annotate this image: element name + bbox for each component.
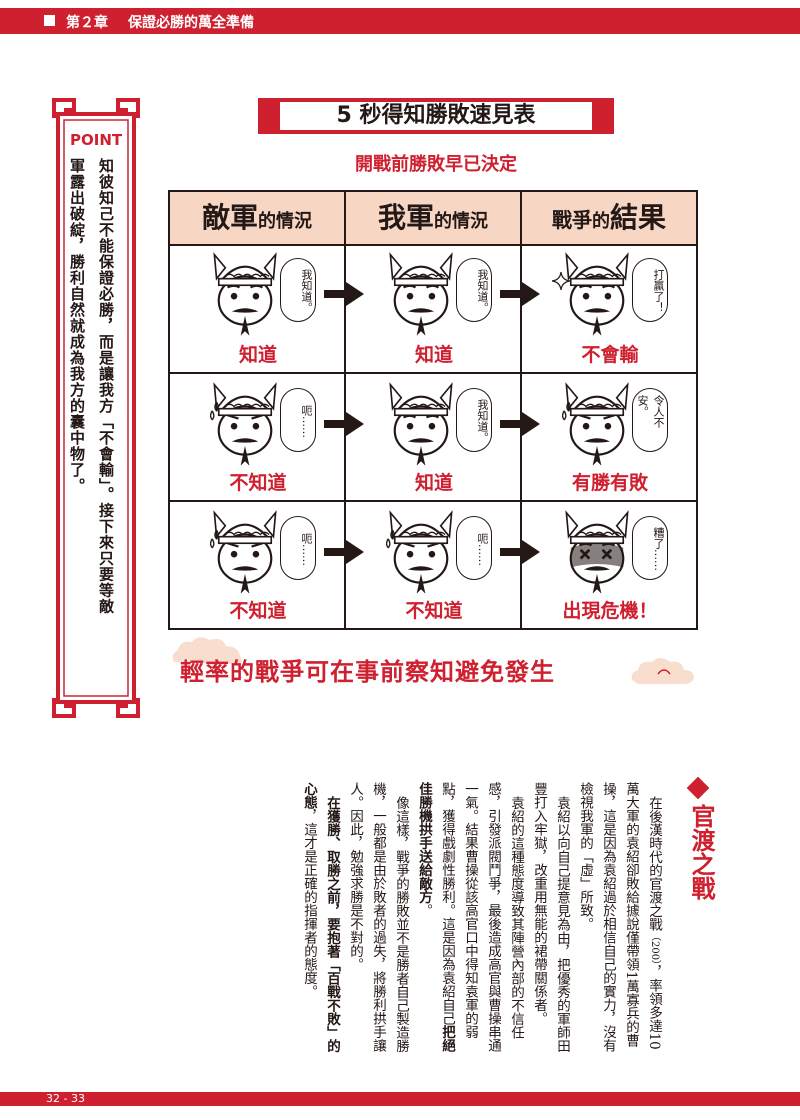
speech-bubble: 我知道。 [280, 258, 316, 322]
speech-text: 呃…… [300, 404, 313, 438]
article-paragraph: 像這樣，戰爭的勝敗並不是勝者自己製造勝機，一般都是由於敗者的過失，將勝利拱手讓人… [347, 782, 409, 1052]
point-frame [52, 98, 140, 718]
speech-text: 打贏了！ [652, 269, 665, 313]
speech-text: 呃…… [300, 532, 313, 566]
general-face-icon [209, 506, 280, 602]
table-divider [170, 500, 696, 502]
article-text: ，率領多達10萬大軍的袁紹卻敗給據說僅帶領1萬寡兵的曹操，這是因為袁紹過於相信自… [577, 782, 662, 1052]
speech-text: 糟了…… [652, 527, 665, 571]
speech-text: 呃…… [476, 532, 489, 566]
footer-bar [0, 1092, 800, 1106]
header-ours-small: 的情況 [434, 211, 488, 232]
cell-label-ours: 知道 [414, 472, 453, 494]
table-divider [170, 372, 696, 374]
general-face-icon [385, 506, 456, 602]
arrow-right-icon [324, 540, 364, 568]
table-header-row: 敵軍的情況 我軍的情況 戰爭的結果 [170, 192, 696, 246]
header-result-c: 結果 [609, 201, 666, 234]
cell-label-result: 有勝有敗 [571, 472, 648, 494]
slogan: 輕率的戰爭可在事前察知避免發生 [180, 658, 555, 686]
point-label: POINT [70, 131, 123, 149]
header-enemy-small: 的情況 [258, 211, 312, 232]
sparkle-icon [551, 271, 571, 294]
header-bar [0, 8, 800, 34]
cloud-icon [631, 658, 694, 684]
page-footer: 32 - 33 [0, 1088, 800, 1120]
header-result-a: 戰爭 [551, 208, 592, 232]
header-enemy: 敵軍的情況 [170, 192, 344, 244]
speech-bubble: 呃…… [280, 388, 316, 452]
article-emphasis: 把絕佳勝機拱手送給敵方 [416, 782, 455, 1052]
section-heading: 官渡之戰 [684, 776, 724, 920]
article-body: 在後漢時代的官渡之戰（200），率領多達10萬大軍的袁紹卻敗給據說僅帶領1萬寡兵… [186, 782, 666, 1062]
cell-label-enemy: 不知道 [229, 472, 287, 494]
speech-bubble: 我知道。 [456, 258, 492, 322]
speech-bubble: 糟了…… [632, 516, 668, 580]
speech-bubble: 打贏了！ [632, 258, 668, 322]
table-title: 5 秒得知勝敗速見表 [280, 102, 592, 130]
page-header: 第２章 保證必勝的萬全準備 [0, 0, 800, 38]
cell-label-result: 不會輸 [581, 344, 639, 366]
general-face-icon [562, 506, 632, 602]
article-paragraph: 袁紹以向自己提意見為由，把優秀的軍師田豐打入牢獄，改重用無能的裙帶關係者。 [531, 782, 570, 1052]
speech-bubble: 我知道。 [456, 388, 492, 452]
cell-label-enemy: 知道 [238, 344, 277, 366]
general-face-icon [210, 248, 280, 344]
point-line-1: 知彼知己不能保證必勝，而是讓我方「不會輸」。接下來只要等敵 [97, 158, 115, 615]
diamond-icon [686, 776, 710, 800]
table-divider [520, 192, 522, 628]
point-line-2: 軍露出破綻，勝利自然就成為我方的囊中物了。 [68, 158, 86, 494]
arrow-right-icon [500, 282, 540, 310]
speech-bubble: 令人不安。 [632, 388, 668, 452]
cell-label-enemy: 不知道 [229, 600, 287, 622]
cell-label-ours: 不知道 [405, 600, 463, 622]
speech-bubble: 呃…… [456, 516, 492, 580]
article-year: （200） [649, 930, 660, 965]
arrow-right-icon [500, 412, 540, 440]
arrow-right-icon [324, 412, 364, 440]
table-title-box: 5 秒得知勝敗速見表 [258, 98, 614, 134]
arrow-right-icon [324, 282, 364, 310]
header-enemy-big: 敵軍 [201, 201, 258, 234]
speech-text: 我知道。 [476, 269, 489, 313]
cell-label-ours: 知道 [414, 344, 453, 366]
cell-label-result: 出現危機！ [562, 600, 658, 622]
header-square-icon [44, 15, 55, 26]
article-emphasis: 在獲勝、取勝之前，要抱著「百戰不敗」的心態 [301, 782, 340, 1052]
header-result-b: 的 [591, 211, 610, 232]
header-ours: 我軍的情況 [346, 192, 520, 244]
article-paragraph: 在後漢時代的官渡之戰（200），率領多達10萬大軍的袁紹卻敗給據說僅帶領1萬寡兵… [573, 782, 666, 1062]
general-face-icon [386, 378, 456, 474]
section-title: 官渡之戰 [687, 804, 715, 900]
speech-bubble: 呃…… [280, 516, 316, 580]
general-face-icon [209, 378, 280, 474]
article-text: 。 [416, 903, 432, 918]
cloud-icon [172, 637, 242, 664]
table-divider [344, 192, 346, 628]
speech-text: 我知道。 [476, 399, 489, 443]
article-text: ，這才是正確的指揮者的態度。 [301, 809, 317, 998]
speech-text: 令人不安。 [636, 395, 665, 428]
chapter-label: 第２章 [66, 15, 108, 31]
speech-text: 我知道。 [300, 269, 313, 313]
point-box: POINT 知彼知己不能保證必勝，而是讓我方「不會輸」。接下來只要等敵 軍露出破… [52, 98, 140, 718]
article-text: 在後漢時代的官渡之戰 [646, 795, 662, 931]
result-table: 敵軍的情況 我軍的情況 戰爭的結果 我知道。知道我知道。知道打贏了！不會輸呃……… [168, 190, 698, 630]
arrow-right-icon [500, 540, 540, 568]
table-subtitle: 開戰前勝敗早已決定 [355, 154, 517, 175]
header-result: 戰爭的結果 [522, 192, 696, 244]
article-paragraph: 袁紹的這種態度導致其陣營內部的不信任感，引發派閥鬥爭，最後造成高官與曹操串通一氣… [412, 782, 527, 1062]
page-numbers: 32 - 33 [46, 1092, 85, 1105]
chapter-title: 保證必勝的萬全準備 [128, 15, 254, 31]
general-face-icon [386, 248, 456, 344]
point-text: 知彼知己不能保證必勝，而是讓我方「不會輸」。接下來只要等敵 軍露出破綻，勝利自然… [62, 158, 120, 703]
header-ours-big: 我軍 [377, 201, 434, 234]
article-paragraph: 在獲勝、取勝之前，要抱著「百戰不敗」的心態，這才是正確的指揮者的態度。 [297, 782, 343, 1062]
article-text: 袁紹的這種態度導致其陣營內部的不信任感，引發派閥鬥爭，最後造成高官與曹操串通一氣… [439, 782, 524, 1052]
general-face-icon [562, 248, 632, 344]
general-face-icon [561, 378, 632, 474]
